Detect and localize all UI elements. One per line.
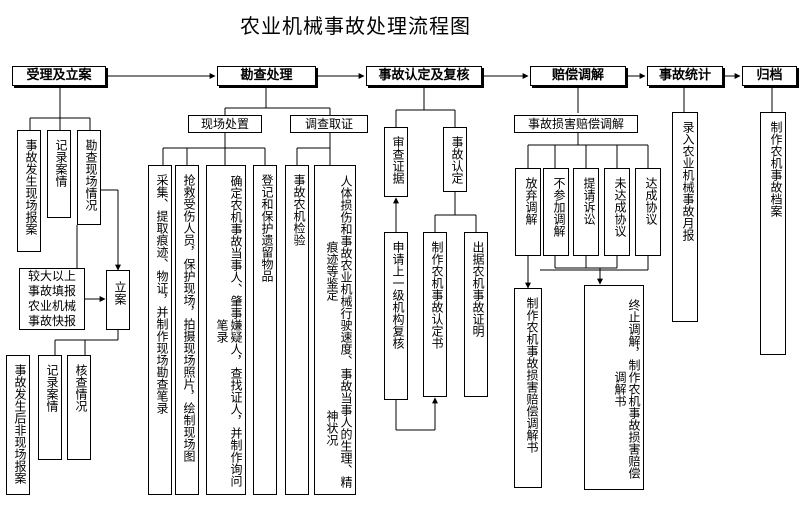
terminate-mediation-box: 终止调解，制作农机事故损害赔偿调解书	[584, 285, 644, 490]
record-case-box: 记录案情	[47, 130, 71, 218]
header-archive: 归档	[742, 66, 797, 86]
sue-box: 提请诉讼	[573, 168, 599, 256]
forensic-body-text: 人体损伤和事故农业机械行驶速度、痕迹等鉴定	[325, 174, 353, 367]
determination-book-box: 制作农机事故认定书	[423, 232, 447, 397]
identify-parties-box: 确定农机事故当事人、肇事嫌疑人，查找证人，并制作询问笔录	[206, 165, 246, 495]
verify-situation-box: 核查情况	[67, 355, 91, 460]
mediation-label: 事故损害赔偿调解	[514, 115, 638, 133]
header-identify: 事故认定及复核	[366, 66, 482, 86]
apply-review-box: 申请上一级机构复核	[384, 232, 408, 400]
header-accept: 受理及立案	[12, 66, 106, 86]
forensic-assessment-box: 人体损伤和事故农业机械行驶速度、痕迹等鉴定 事故当事人的生理、精神状况	[314, 165, 356, 495]
not-join-mediation-box: 不参加调解	[543, 168, 569, 256]
big-accident-report-box: 较大以上事故填报农业机械事故快报	[19, 268, 85, 330]
page-title: 农业机械事故处理流程图	[240, 14, 471, 38]
archive-file-box: 制作农机事故档案	[760, 112, 786, 355]
rescue-box: 抢救受伤人员，保护现场，拍摄现场照片，绘制现场图	[175, 165, 199, 495]
evidence-collection-label: 调查取证	[290, 115, 368, 133]
forensic-mental-text: 事故当事人的生理、精神状况	[325, 367, 353, 488]
mediation-book-box: 制作农机事故损害赔偿调解书	[514, 288, 542, 488]
accident-proof-box: 出据农机事故证明	[464, 232, 488, 397]
accident-determination-box: 事故认定	[443, 127, 467, 192]
scene-report-box: 事故发生现场报案	[17, 130, 41, 252]
header-compensation: 赔偿调解	[530, 66, 626, 86]
scene-handling-label: 现场处置	[188, 115, 262, 133]
agreement-box: 达成协议	[635, 168, 661, 256]
survey-scene-box: 勘查现场情况	[77, 130, 101, 225]
machine-inspection-box: 事故农机检验	[285, 165, 309, 495]
review-evidence-box: 审查证据	[384, 127, 408, 197]
case-filing-box: 立案	[106, 270, 130, 330]
register-items-box: 登记和保护遗留物品	[253, 165, 277, 495]
offsite-report-box: 事故发生后非现场报案	[6, 355, 30, 495]
collect-evidence-box: 采集、提取痕迹、物证，并制作现场勘查笔录	[148, 165, 172, 495]
no-agreement-box: 未达成协议	[604, 168, 630, 256]
header-statistics: 事故统计	[647, 66, 723, 86]
header-survey: 勘查处理	[217, 66, 316, 86]
record-case-2-box: 记录案情	[38, 355, 62, 460]
abandon-mediation-box: 放弃调解	[515, 168, 541, 256]
monthly-report-box: 录入农业机械事故月报	[672, 112, 698, 322]
